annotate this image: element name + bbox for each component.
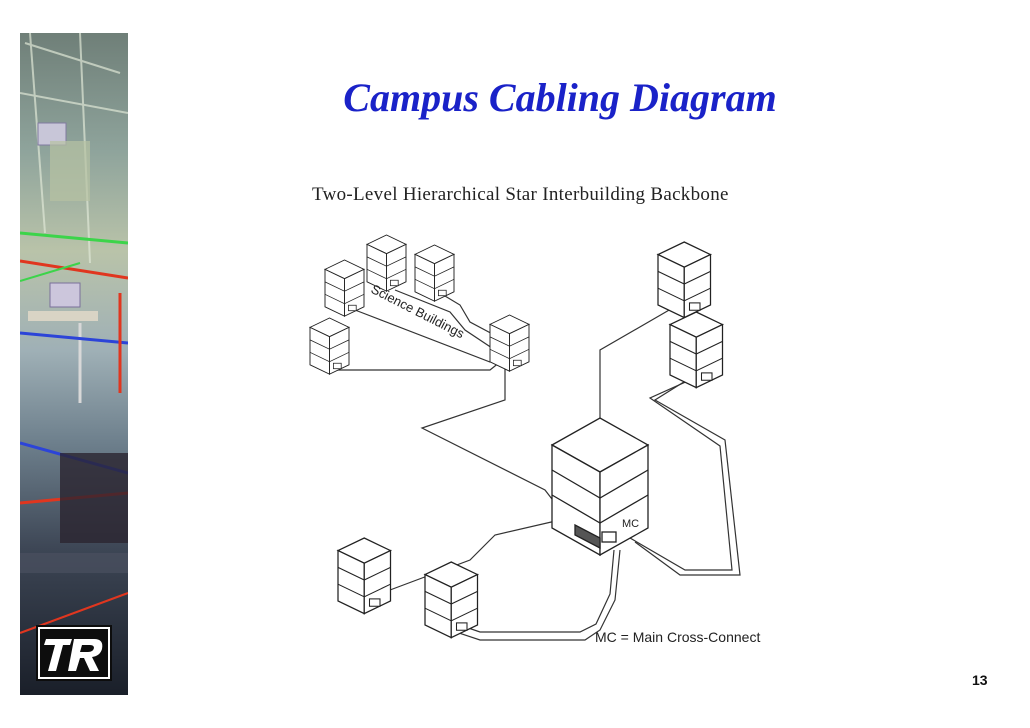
mc-label: MC — [622, 518, 639, 530]
right-building-1 — [657, 241, 712, 319]
backbone-diagram: Science Buildings MC MC = Main Cross-Con… — [309, 234, 760, 645]
science-building-4 — [414, 244, 455, 302]
page-number: 13 — [972, 672, 988, 688]
right-building-2 — [669, 311, 724, 389]
science-building-3 — [366, 234, 407, 292]
science-building-5 — [489, 314, 530, 372]
lower-building-1 — [337, 537, 392, 615]
main-cross-connect-building — [550, 417, 650, 557]
diagram-title: Two-Level Hierarchical Star Interbuildin… — [312, 184, 729, 205]
lower-building-2 — [424, 561, 479, 639]
office-building-image — [20, 33, 128, 695]
slide-title: Campus Cabling Diagram — [343, 75, 777, 120]
legend-text: MC = Main Cross-Connect — [595, 629, 760, 645]
science-building-2 — [324, 259, 365, 317]
office-building-illustration — [20, 33, 128, 634]
science-building-1 — [309, 317, 350, 375]
tr-logo-icon — [36, 625, 112, 681]
